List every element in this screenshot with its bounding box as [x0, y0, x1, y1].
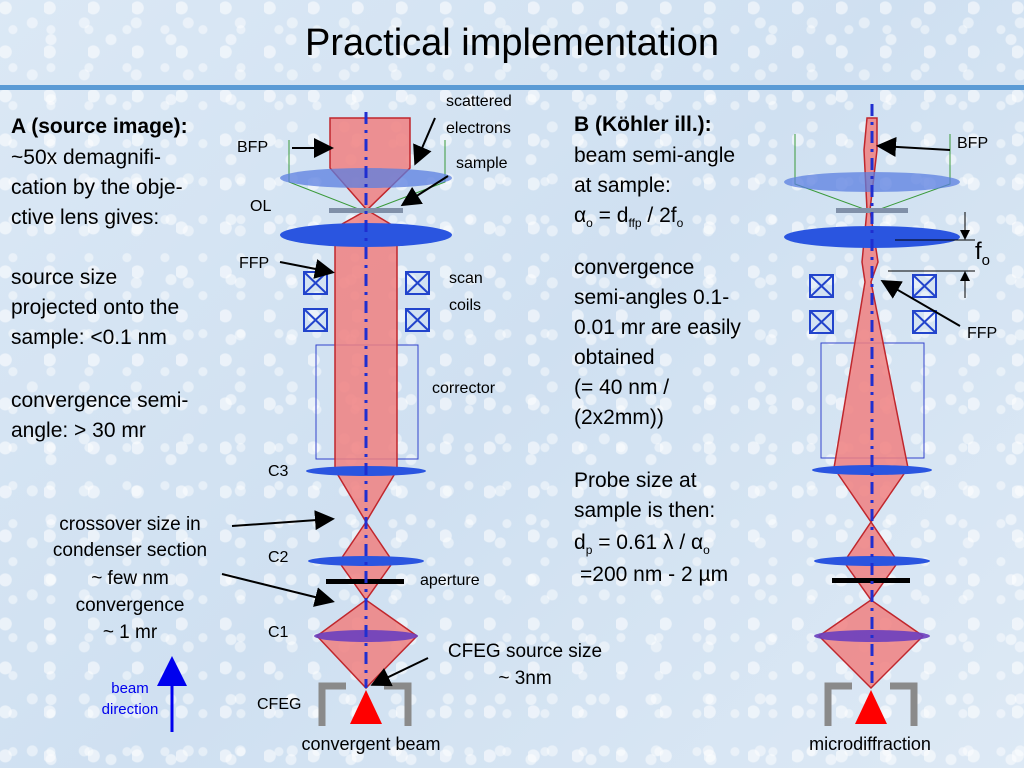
crossover-note-5: ~ 1 mr	[102, 622, 158, 643]
right-line-6: obtained	[574, 346, 655, 369]
crossover-note-4: convergence	[75, 595, 185, 616]
right-heading: B (Köhler ill.):	[574, 113, 712, 136]
label-electrons: electrons	[446, 120, 511, 137]
ol-lower-lens-left	[280, 223, 452, 247]
label-cfeg: CFEG	[257, 696, 302, 713]
label-ffp-right: FFP	[967, 325, 998, 342]
gun-housing-right-b	[890, 682, 918, 726]
sample-plate-left	[329, 208, 403, 213]
left-line-6: sample: <0.1 nm	[11, 326, 167, 349]
crossover-note-1: crossover size in	[59, 514, 201, 535]
cfeg-source-right	[855, 690, 887, 724]
left-column-diagram	[157, 112, 452, 732]
right-line-5: 0.01 mr are easily	[574, 316, 741, 339]
beam-direction-label-2: direction	[101, 701, 159, 718]
right-line-9: Probe size at	[574, 469, 697, 492]
right-line-4: semi-angles 0.1-	[574, 286, 730, 309]
left-line-5: projected onto the	[11, 296, 180, 319]
page-title: Practical implementation	[305, 22, 719, 64]
label-ffp-left: FFP	[239, 255, 270, 272]
right-line-7: (= 40 nm /	[574, 376, 670, 399]
label-bfp-right: BFP	[957, 135, 989, 152]
title-rule	[0, 85, 1024, 90]
c2-lens-right	[814, 556, 930, 566]
crossover-arrow-1	[231, 510, 335, 531]
left-line-4: source size	[11, 266, 118, 289]
right-line-3: convergence	[574, 256, 695, 279]
cfeg-source-left	[350, 690, 382, 724]
c2-lens-left	[308, 556, 424, 566]
label-coils: coils	[449, 297, 482, 314]
left-line-1: ~50x demagnifi-	[11, 146, 162, 169]
alpha-equation: αo = dffp / 2fo	[574, 204, 684, 231]
aperture-right	[832, 578, 910, 583]
left-line-3: ctive lens gives:	[11, 206, 160, 229]
probe-equation: dp = 0.61 λ / αo	[574, 531, 710, 558]
crossover-note-3: ~ few nm	[91, 568, 169, 589]
bfp-arrow-right	[876, 136, 951, 157]
label-fo: fo	[975, 238, 991, 269]
cfeg-size-arrow	[370, 657, 429, 687]
left-line-8: angle: > 30 mr	[11, 419, 146, 442]
label-sample: sample	[456, 155, 508, 172]
label-scan: scan	[449, 270, 483, 287]
scattered-arrow	[413, 117, 436, 166]
gun-housing-left-a	[318, 682, 346, 726]
right-line-2: at sample:	[574, 174, 671, 197]
label-scattered: scattered	[446, 93, 512, 110]
scan-coils-right	[809, 274, 937, 334]
sample-plate-right	[836, 208, 908, 213]
right-column-diagram	[784, 104, 975, 726]
label-ol: OL	[250, 198, 272, 215]
ffp-arrow-right	[880, 279, 961, 327]
right-line-8: (2x2mm))	[574, 406, 664, 429]
sample-arrow	[400, 175, 449, 207]
gun-housing-right-a	[824, 682, 852, 726]
label-cfeg-size-2: ~ 3nm	[498, 668, 552, 689]
left-heading: A (source image):	[11, 115, 188, 138]
label-c1: C1	[268, 624, 289, 641]
right-line-10: sample is then:	[574, 499, 716, 522]
label-bfp-left: BFP	[237, 139, 269, 156]
probe-range: =200 nm - 2 µm	[580, 563, 729, 586]
label-c3: C3	[268, 463, 289, 480]
label-aperture: aperture	[420, 572, 480, 589]
left-line-2: cation by the obje-	[11, 176, 183, 199]
caption-convergent-beam: convergent beam	[301, 734, 441, 754]
beam-direction-label-1: beam	[111, 680, 149, 697]
gun-housing-left-b	[384, 682, 412, 726]
c3-lens-right	[812, 465, 932, 475]
ol-upper-lens-right	[784, 172, 960, 192]
ol-lower-lens-right	[784, 226, 960, 248]
right-line-1: beam semi-angle	[574, 144, 736, 167]
ffp-arrow-left	[279, 259, 335, 279]
label-corrector: corrector	[432, 380, 496, 397]
label-c2: C2	[268, 549, 289, 566]
caption-microdiffraction: microdiffraction	[809, 734, 931, 754]
crossover-note-2: condenser section	[52, 540, 208, 561]
left-line-7: convergence semi-	[11, 389, 189, 412]
label-cfeg-size-1: CFEG source size	[447, 641, 603, 662]
crossover-arrow-2	[221, 573, 335, 607]
